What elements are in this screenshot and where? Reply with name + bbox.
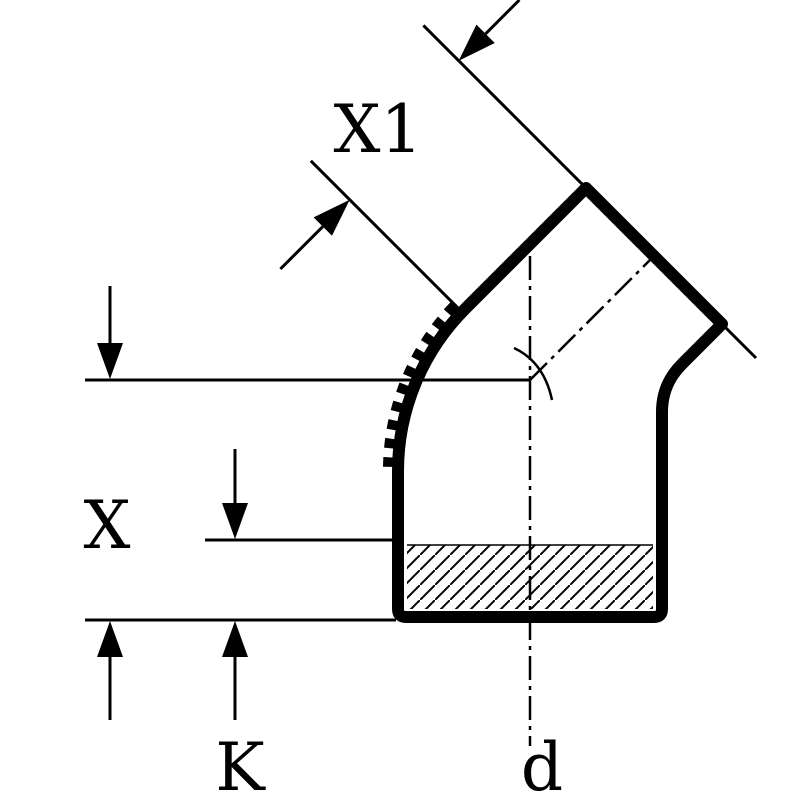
arrow-shaft xyxy=(484,0,521,35)
arrow-up-icon xyxy=(222,621,248,657)
inner-fillet-line xyxy=(513,346,554,401)
label-d: d xyxy=(521,729,563,800)
elbow-fitting-outline xyxy=(392,182,728,623)
bend-rib-serrations xyxy=(383,300,464,468)
dimension-x1-arrows xyxy=(279,0,521,271)
label-k: K xyxy=(215,729,266,800)
dimension-x-arrows xyxy=(97,286,123,720)
label-x1: X1 xyxy=(334,91,423,168)
arrow-shaft xyxy=(279,225,324,271)
arrow-down-icon xyxy=(97,343,123,379)
arrow-up-icon xyxy=(97,621,123,657)
label-x: X xyxy=(84,487,131,564)
arrow-down-left-icon xyxy=(458,24,495,61)
arrow-up-right-icon xyxy=(313,199,350,236)
branch-centerline-45deg xyxy=(529,253,657,381)
arrow-down-icon xyxy=(222,503,248,539)
dimension-k-arrows xyxy=(222,449,248,720)
